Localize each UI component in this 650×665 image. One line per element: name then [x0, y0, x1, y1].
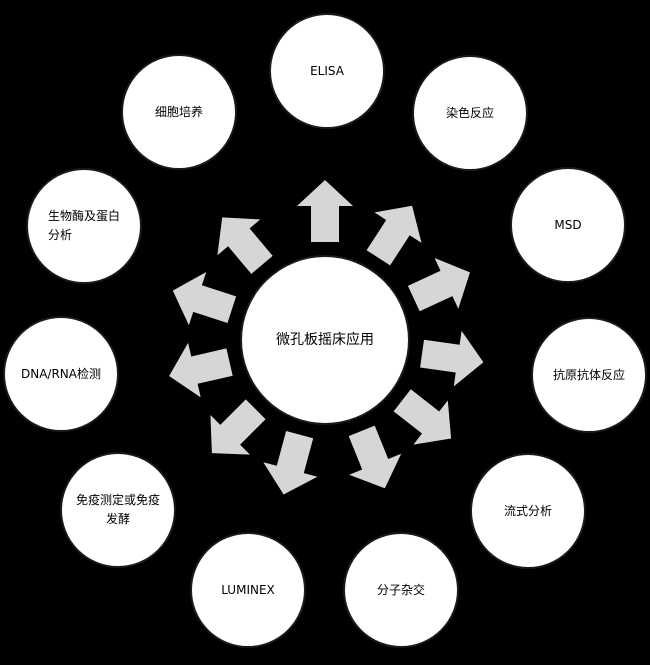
node-label: LUMINEX: [221, 582, 275, 597]
node-label: 抗原抗体反应: [552, 367, 625, 382]
arrow-to-antigen-antibody: [420, 330, 484, 387]
node-hybridization: 分子杂交: [343, 532, 459, 648]
arrow-to-elisa: [297, 180, 353, 242]
node-elisa: ELISA: [269, 13, 385, 129]
node-label: 流式分析: [503, 503, 552, 518]
arrow-to-immunoassay: [210, 399, 266, 455]
node-flow: 流式分析: [470, 453, 586, 569]
node-label: ELISA: [310, 63, 344, 78]
node-label: DNA/RNA检测: [21, 366, 101, 381]
arrow-to-flow: [393, 389, 452, 445]
node-luminex: LUMINEX: [190, 532, 306, 648]
node-immunoassay: 免疫测定或免疫发酵: [60, 452, 176, 568]
node-label: MSD: [554, 217, 582, 232]
node-antigen-antibody: 抗原抗体反应: [531, 317, 647, 433]
arrow-to-enzyme-protein: [172, 272, 237, 326]
center-node: 微孔板摇床应用: [240, 255, 410, 425]
node-label: 染色反应: [445, 105, 494, 120]
node-label: 生物酶及蛋白分析: [48, 209, 121, 242]
node-cell-culture: 细胞培养: [121, 54, 237, 170]
arrow-to-msd: [407, 258, 470, 312]
node-label: 免疫测定或免疫发酵: [76, 493, 161, 526]
node-label: 细胞培养: [154, 104, 203, 119]
arrow-to-dna-rna: [169, 342, 233, 398]
node-dna-rna: DNA/RNA检测: [3, 316, 119, 432]
arrow-to-cell-culture: [217, 217, 273, 274]
arrow-to-hybridization: [348, 425, 402, 489]
node-label: 分子杂交: [376, 582, 425, 597]
node-enzyme-protein: 生物酶及蛋白分析: [26, 168, 142, 284]
center-label: 微孔板摇床应用: [276, 331, 374, 348]
node-msd: MSD: [510, 167, 626, 283]
arrow-to-luminex: [263, 431, 318, 495]
arrow-to-staining: [366, 205, 422, 266]
node-staining: 染色反应: [412, 55, 528, 171]
